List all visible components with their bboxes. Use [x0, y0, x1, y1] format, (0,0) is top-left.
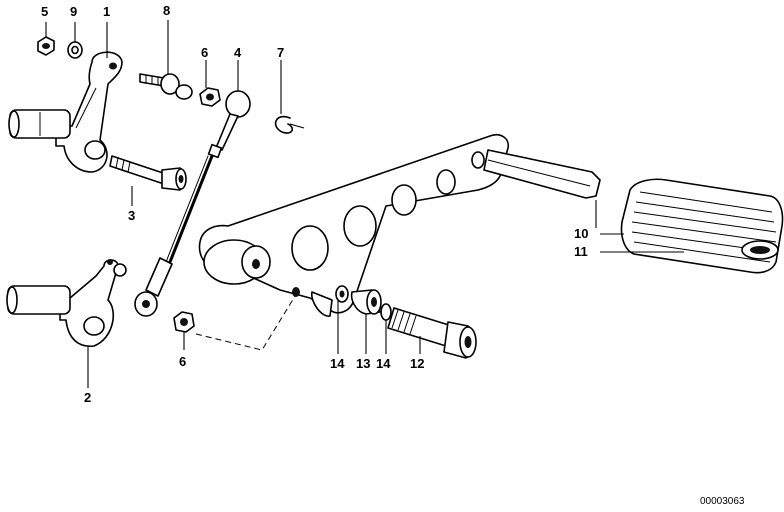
- callout-14-right: 14: [376, 356, 391, 371]
- callout-5: 5: [41, 4, 48, 19]
- callout-14-left: 14: [330, 356, 345, 371]
- part-11-pedal-rubber: [620, 178, 784, 274]
- callout-1: 1: [103, 4, 110, 19]
- part-1-shift-lever: [8, 51, 123, 173]
- leader-lines: [45, 20, 684, 388]
- callout-3: 3: [128, 208, 135, 223]
- part-14-washer-left: [335, 285, 349, 303]
- part-8-screw: [139, 73, 193, 100]
- part-4-shift-rod: [134, 90, 251, 317]
- callout-2: 2: [84, 390, 91, 405]
- part-13-bushing: [350, 289, 382, 315]
- pedal-arm: [198, 133, 601, 317]
- callout-8: 8: [163, 3, 170, 18]
- callout-7: 7: [277, 45, 284, 60]
- part-2-shift-lever: [6, 259, 127, 347]
- part-7-clip: [274, 115, 305, 134]
- callout-10: 10: [574, 226, 588, 241]
- callout-13: 13: [356, 356, 370, 371]
- callout-6-upper: 6: [201, 45, 208, 60]
- callout-labels: 5 9 1 8 6 4 7 3 2 6 10 11 14 13 14 12: [41, 3, 588, 405]
- callout-11: 11: [574, 244, 588, 259]
- part-3-bolt: [109, 155, 187, 191]
- callout-12: 12: [410, 356, 424, 371]
- callout-9: 9: [70, 4, 77, 19]
- part-12-bolt: [387, 307, 477, 359]
- callout-6-lower: 6: [179, 354, 186, 369]
- part-14-washer-right: [380, 303, 392, 321]
- part-6-nut-lower: [173, 311, 195, 333]
- assembly-dashed-line: [195, 287, 301, 351]
- catalog-number: 00003063: [700, 496, 745, 507]
- part-6-nut-upper: [199, 87, 221, 107]
- part-5-nut: [37, 36, 55, 56]
- callout-4: 4: [234, 45, 242, 60]
- part-9-washer: [67, 41, 83, 59]
